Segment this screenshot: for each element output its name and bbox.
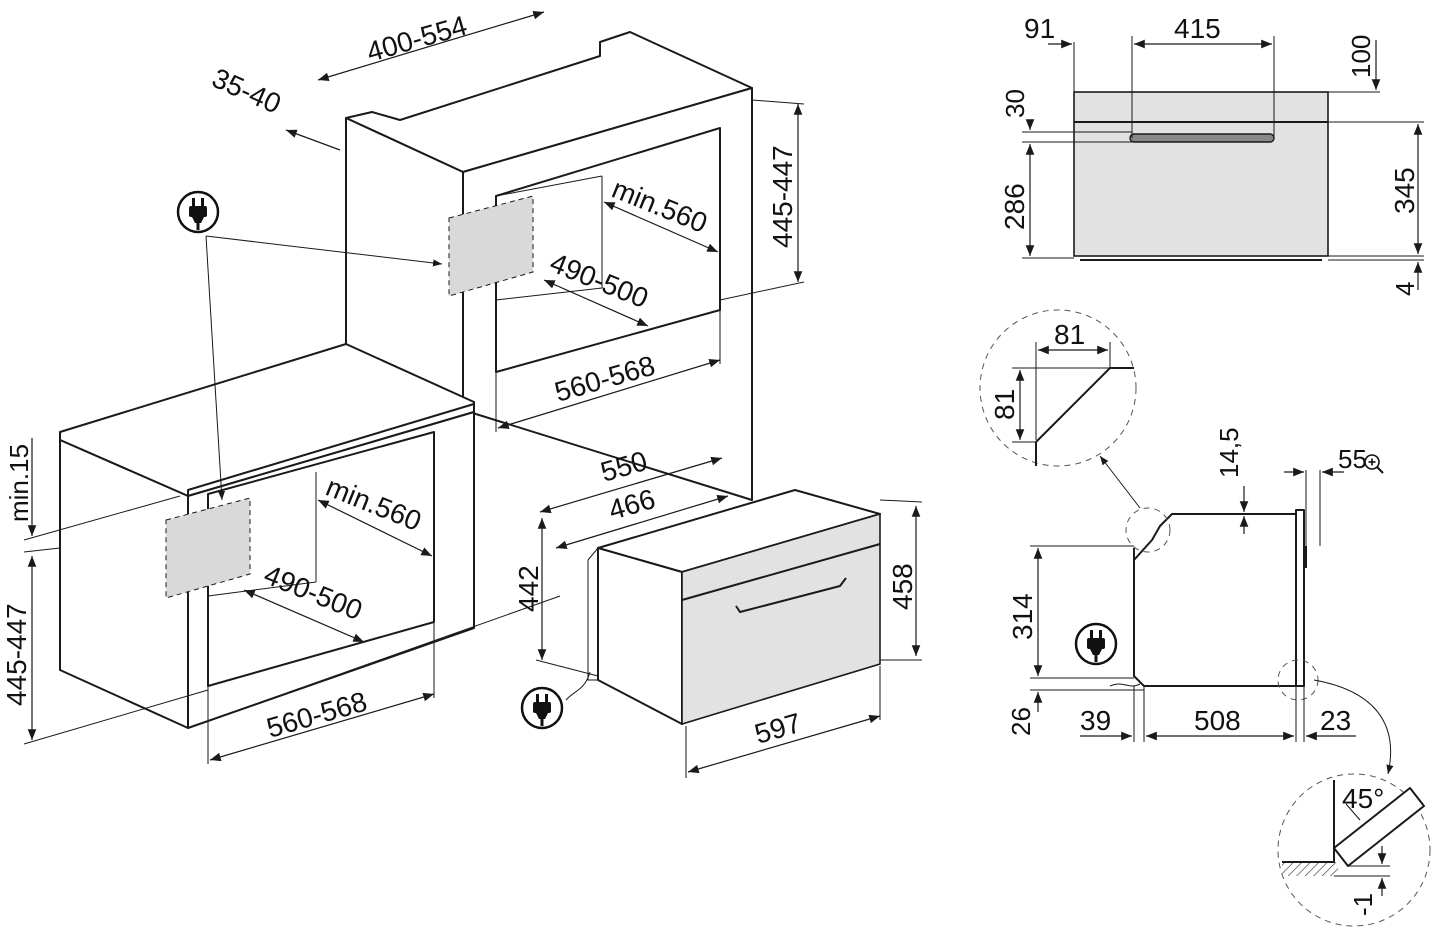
oven-handle [735,577,847,613]
dim-side-body-height: 314 [1007,593,1038,640]
dim-side-front-depth: 55 [1338,444,1367,474]
front-view: 91 415 100 345 4 30 286 [999,13,1424,296]
side-view-front-panel [1295,509,1305,687]
lower-socket-area [165,497,251,599]
dim-side-front: 23 [1320,705,1351,736]
dim-front-left-offset: 91 [1024,13,1055,44]
dim-detail-top-vertical: 81 [989,389,1020,420]
dim-front-door-height: 286 [999,183,1030,230]
dim-detail-top-horizontal: 81 [1054,319,1085,350]
dim-lower-height: 445-447 [1,603,32,706]
lower-cabinet [59,411,561,729]
dim-side-bottom: 26 [1006,707,1036,736]
plug-callouts [176,190,1118,730]
front-view-handle [1129,133,1275,143]
dim-400-554: 400-554 [363,10,470,68]
dim-front-bottom-gap: 4 [1390,282,1420,296]
oven-front [681,512,881,726]
upper-socket-area [448,195,534,297]
dim-side-top-offset: 14,5 [1214,427,1244,478]
electrical-plug-icon [520,686,564,730]
dim-oven-front-width: 597 [751,707,804,750]
electrical-plug-icon [176,190,220,234]
oven-control-band [681,543,881,601]
oven-side [597,547,683,725]
dim-oven-body-height: 442 [513,565,544,612]
dim-side-left: 39 [1080,705,1111,736]
dim-front-top-height: 100 [1346,35,1376,78]
detail-bottom-wall [1282,780,1335,863]
front-view-body [1073,91,1329,257]
electrical-plug-icon [1074,622,1118,666]
dim-front-top-band: 30 [1000,89,1030,118]
dim-detail-angle: 45° [1342,783,1384,814]
oven-frame [587,547,599,681]
detail-top: 81 81 [979,309,1141,509]
oven-isometric [565,489,881,726]
dim-35-40: 35-40 [208,62,286,119]
side-view: 14,5 55 314 26 39 508 23 [1006,427,1384,742]
dim-front-total-height: 345 [1389,167,1420,214]
lower-cabinet-front [187,411,475,729]
zoom-in-icon [1364,454,1384,474]
oven-cable [565,671,591,701]
dim-front-handle-width: 415 [1174,13,1221,44]
worktop-edge [187,403,475,496]
detail-bottom: 45° -1 [1277,679,1431,927]
detail-bottom-panel [1333,787,1425,867]
side-view-body [1133,513,1297,687]
dim-oven-front-height: 458 [887,563,918,610]
dim-side-depth: 508 [1194,705,1241,736]
dim-upper-height: 445-447 [767,145,798,248]
dim-detail-bottom: -1 [1348,893,1378,916]
lower-opening-inner [207,472,317,597]
dim-lower-min-gap: min.15 [4,444,34,522]
